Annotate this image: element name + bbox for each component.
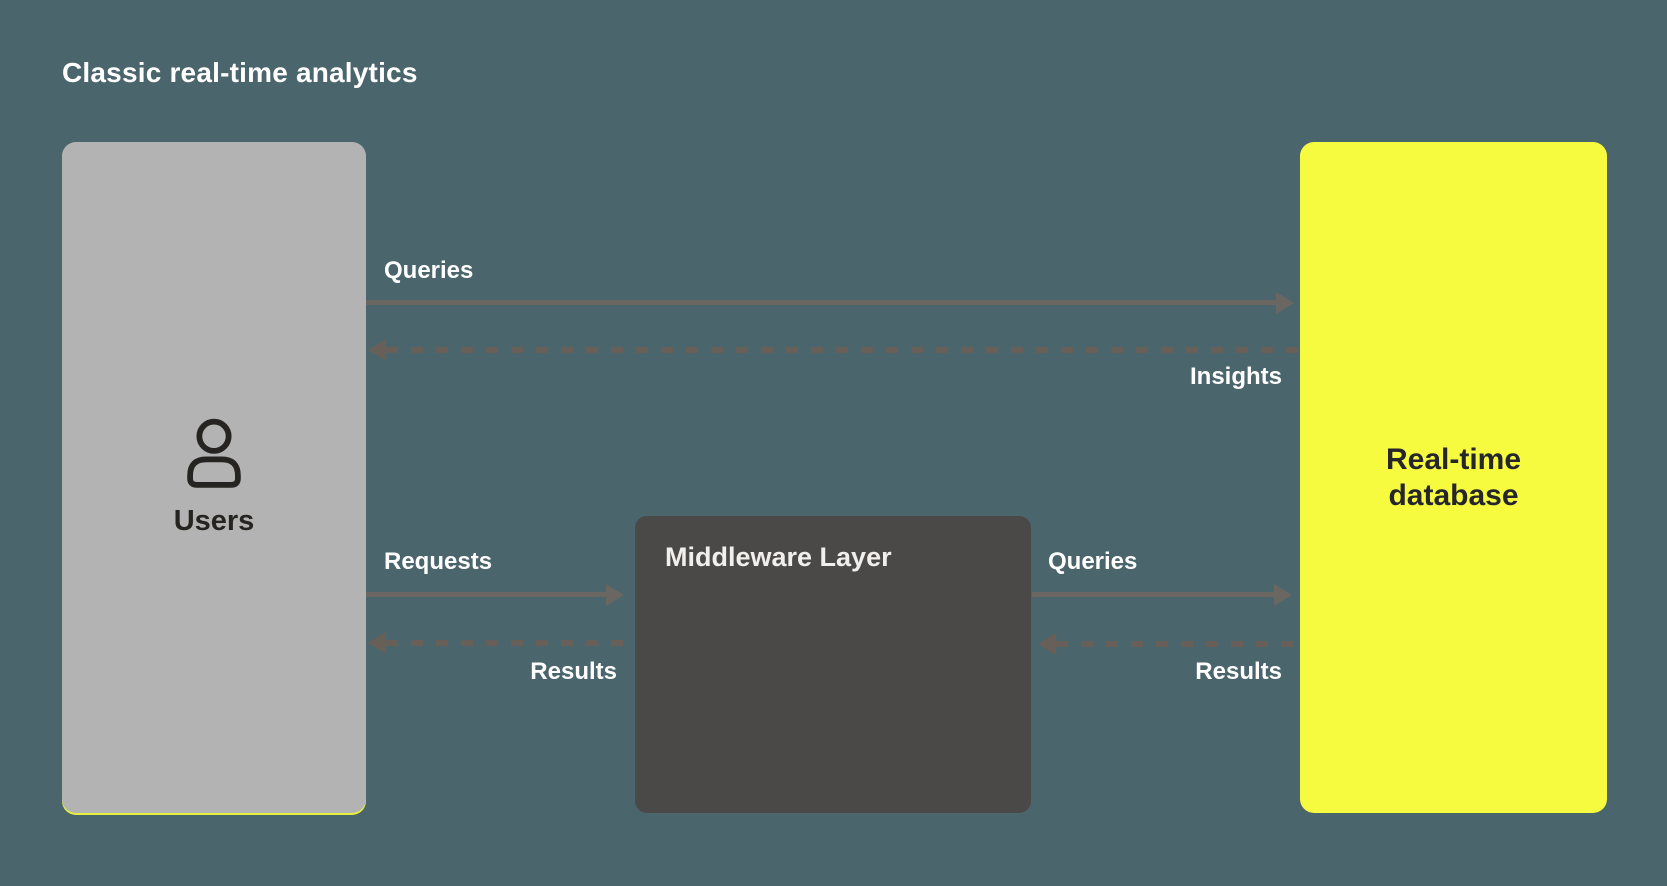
node-users: Users xyxy=(62,142,366,813)
edge-line-middleware-to-users xyxy=(386,640,635,646)
edge-label-queries-top: Queries xyxy=(384,257,474,284)
edge-label-queries-mid: Queries xyxy=(1048,548,1138,575)
arrowhead-right-icon xyxy=(606,584,624,606)
node-database: Real-time database xyxy=(1300,142,1607,813)
node-middleware: Middleware Layer xyxy=(635,516,1031,813)
edge-label-insights: Insights xyxy=(1189,363,1282,390)
edge-line-db-to-users xyxy=(386,347,1300,353)
arrowhead-left-icon xyxy=(1038,633,1056,655)
edge-line-users-to-middleware xyxy=(366,592,608,597)
edge-label-results-right: Results xyxy=(1195,658,1282,685)
edge-label-requests: Requests xyxy=(384,548,493,575)
edge-label-results-left: Results xyxy=(530,658,617,685)
edge-line-db-to-middleware xyxy=(1056,641,1300,647)
edge-line-users-to-db xyxy=(366,300,1278,305)
arrowhead-left-icon xyxy=(368,632,386,654)
person-icon xyxy=(177,417,251,491)
middleware-node-label: Middleware Layer xyxy=(665,542,892,572)
database-node-label: Real-time database xyxy=(1385,442,1522,512)
edge-line-middleware-to-db xyxy=(1032,592,1276,597)
diagram-title: Classic real-time analytics xyxy=(62,57,418,88)
arrowhead-right-icon xyxy=(1276,292,1294,314)
arrowhead-right-icon xyxy=(1274,584,1292,606)
arrowhead-left-icon xyxy=(368,339,386,361)
users-node-label: Users xyxy=(173,505,255,537)
